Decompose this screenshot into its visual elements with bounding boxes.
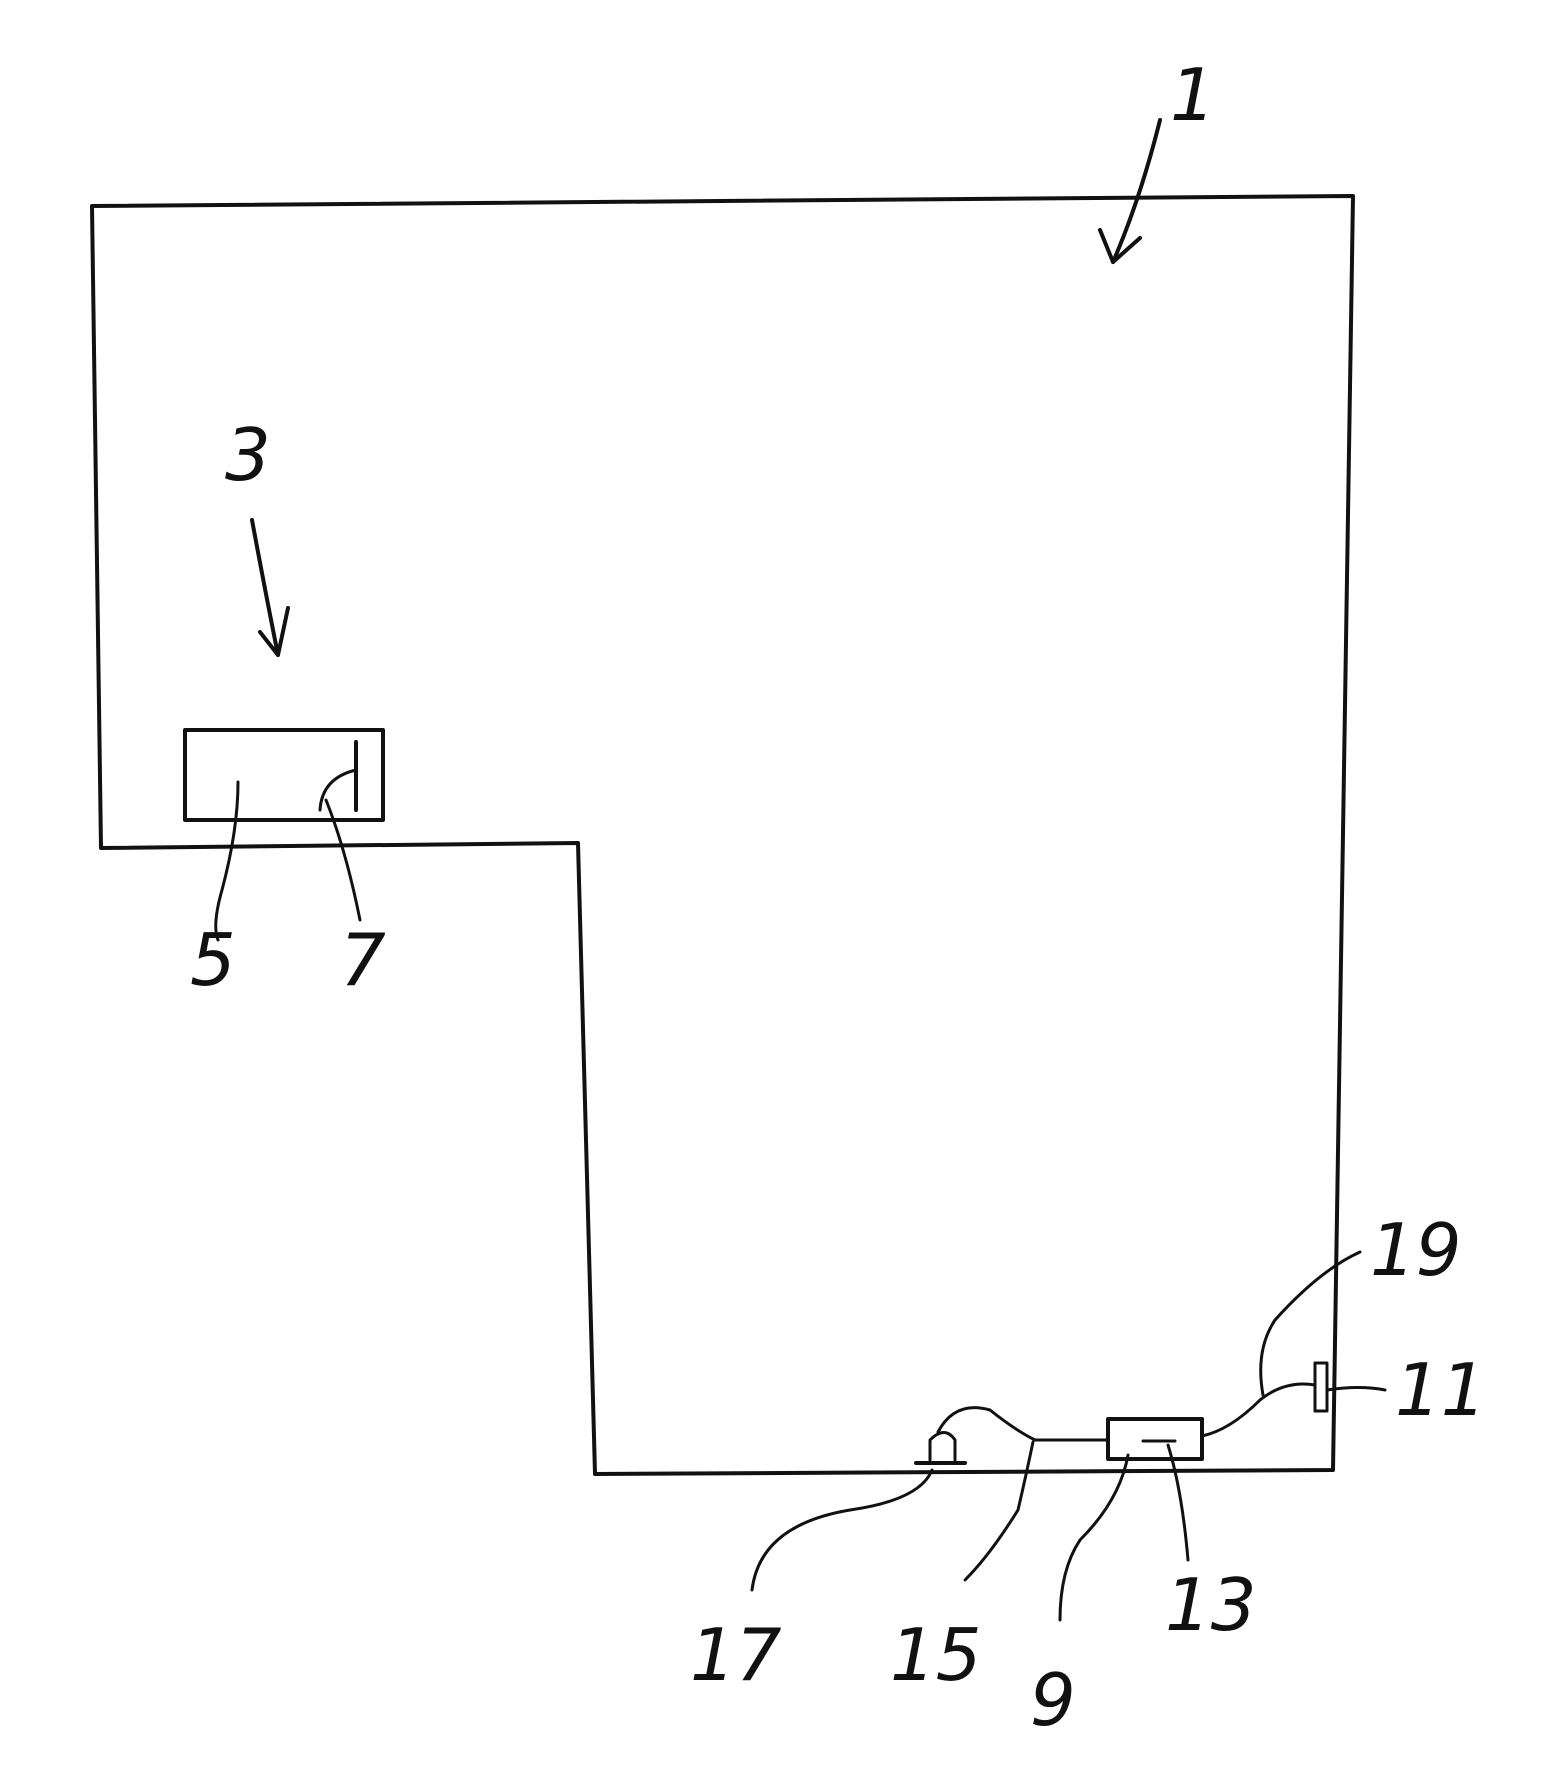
label-17: 17 [690, 1613, 782, 1697]
label-3: 3 [225, 413, 271, 497]
label-9: 9 [1030, 1658, 1076, 1742]
unit-3-box [185, 730, 383, 820]
leader-19 [1261, 1252, 1360, 1395]
leader-13 [1168, 1445, 1188, 1560]
label-11: 11 [1395, 1348, 1487, 1432]
element-17-cap [930, 1433, 955, 1461]
element-11-part [1315, 1363, 1327, 1411]
leader-9 [1060, 1455, 1128, 1620]
arrow-3 [252, 520, 278, 655]
label-7: 7 [340, 918, 386, 1002]
label-19: 19 [1370, 1208, 1462, 1292]
label-5: 5 [190, 918, 236, 1002]
leader-11 [1327, 1388, 1385, 1391]
element-9-box [1108, 1419, 1202, 1459]
cable-19 [1202, 1384, 1315, 1436]
housing-outline [92, 196, 1353, 1474]
label-13: 13 [1165, 1563, 1257, 1647]
label-15: 15 [890, 1613, 982, 1697]
cable-15 [938, 1408, 1108, 1440]
element-7-curl [320, 770, 356, 810]
label-1: 1 [1170, 53, 1216, 137]
leader-5 [216, 782, 238, 940]
leader-15 [965, 1442, 1033, 1580]
leader-17 [752, 1470, 932, 1590]
